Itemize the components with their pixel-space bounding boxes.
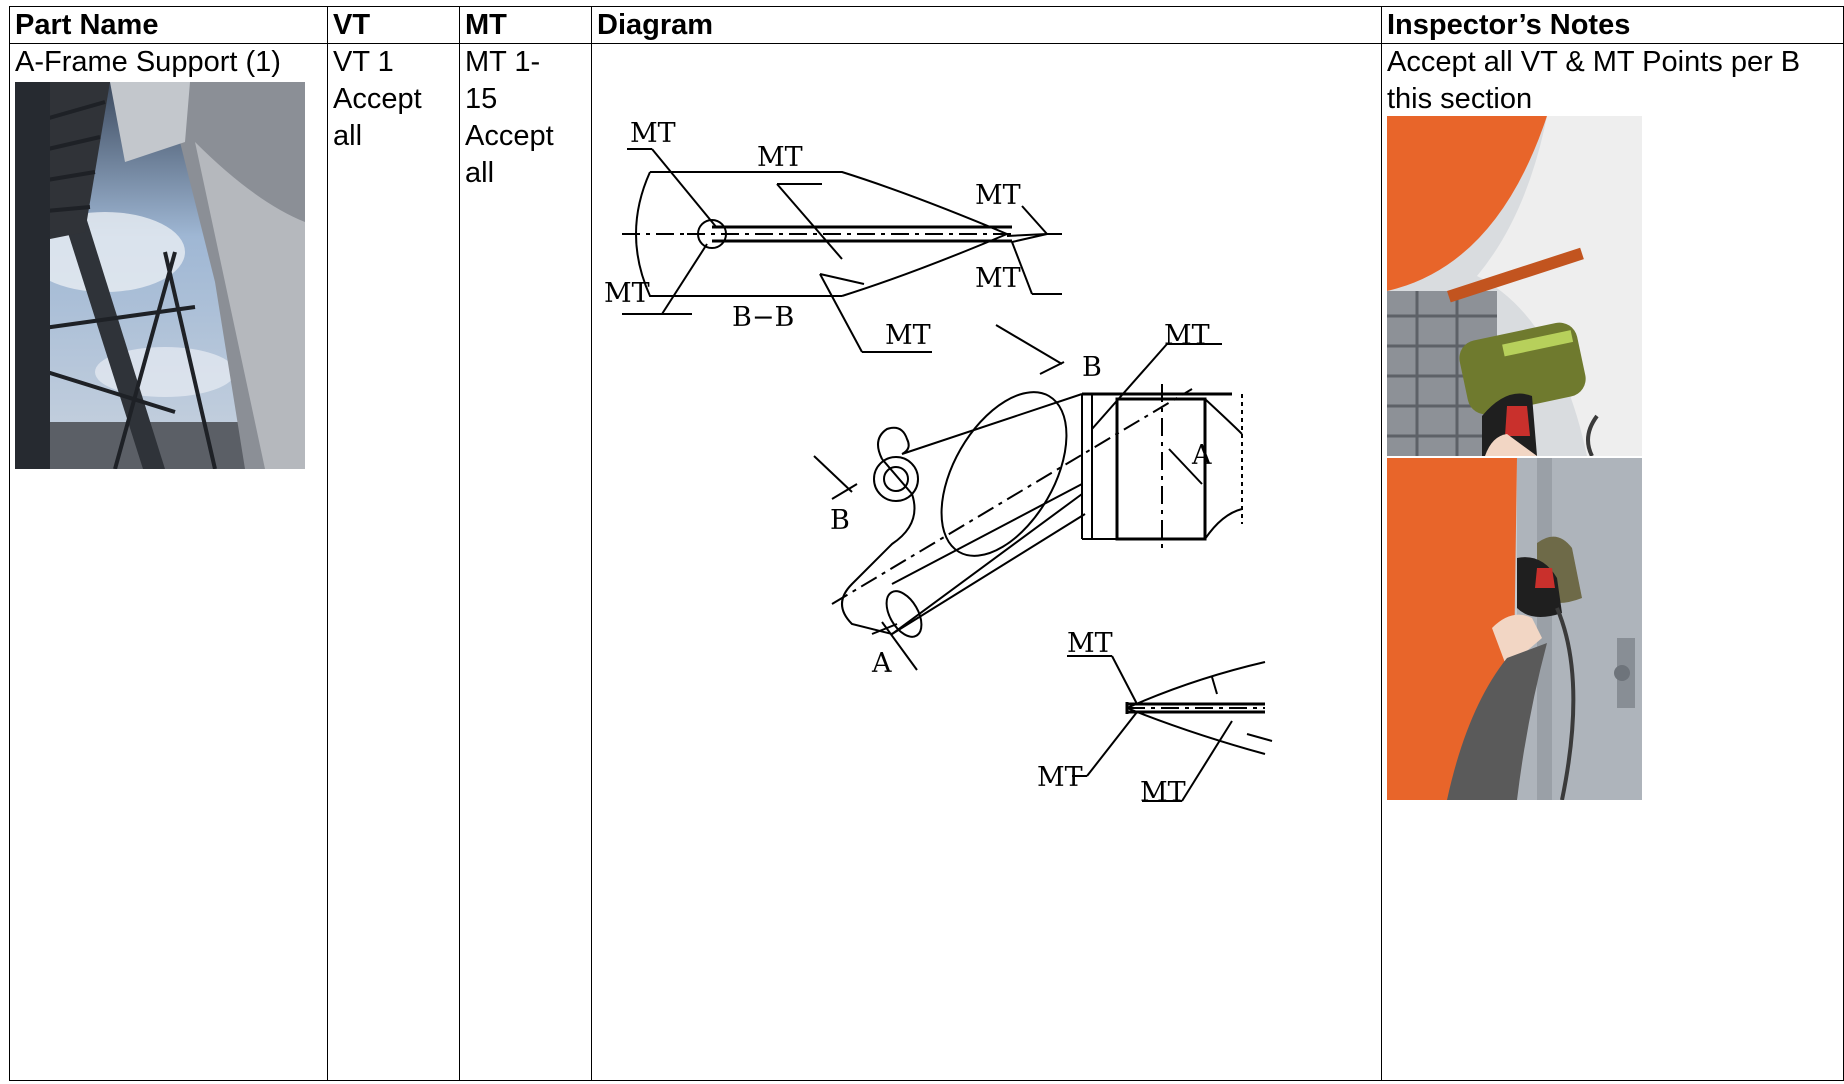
mt-label-6: MT [885,320,931,351]
mt-label-3: MT [975,180,1021,211]
a-label-bottom: A [871,648,892,679]
part-name-cell: A-Frame Support (1) [9,43,328,1081]
header-vt: VT [327,6,460,44]
table-row: A-Frame Support (1) [9,43,1844,1081]
mt-label-1: MT [630,118,676,149]
header-diagram: Diagram [591,6,1382,44]
mt-label-4: MT [975,263,1021,294]
inspection-table: Part Name VT MT Diagram Inspector’s Note… [9,6,1844,1081]
mt-label-7: MT [1164,320,1210,351]
header-mt: MT [459,6,592,44]
mt-label-2: MT [757,142,803,173]
mt-label-5: MT [604,278,650,309]
section-bb-label: B−B [732,302,794,333]
mt-cell: MT 1-15 Accept all [459,43,592,1081]
mt-text: MT 1-15 Accept all [465,46,554,189]
inspector-notes-text: Accept all VT & MT Points per B this sec… [1387,46,1801,115]
a-label-right: A [1191,440,1212,471]
header-inspector-notes: Inspector’s Notes [1381,6,1844,44]
bb-tube-outline [635,171,842,297]
diagram-cell: MT MT MT MT MT MT MT B−B B B A A MT MT [591,43,1382,1081]
weld-diagram: MT MT MT MT MT MT MT B−B B B A A MT MT [604,118,1273,808]
part-name-text: A-Frame Support (1) [15,46,281,78]
node-lug [877,393,1083,460]
a-frame-support-photo [15,82,305,469]
b-label-left: B [830,505,850,536]
mt-label-8: MT [1067,628,1113,659]
b-label-top: B [1082,352,1102,383]
mt-inspection-photo-1 [1387,116,1642,456]
header-row: Part Name VT MT Diagram Inspector’s Note… [9,6,1844,44]
mt-label-9: MT [1037,762,1083,793]
inspector-notes-cell: Accept all VT & MT Points per B this sec… [1381,43,1844,1081]
mt-label-10: MT [1140,777,1186,808]
header-part-name: Part Name [9,6,328,44]
vt-text: VT 1 Accept all [333,46,422,152]
vt-cell: VT 1 Accept all [327,43,460,1081]
mt-inspection-photo-2 [1387,458,1642,800]
